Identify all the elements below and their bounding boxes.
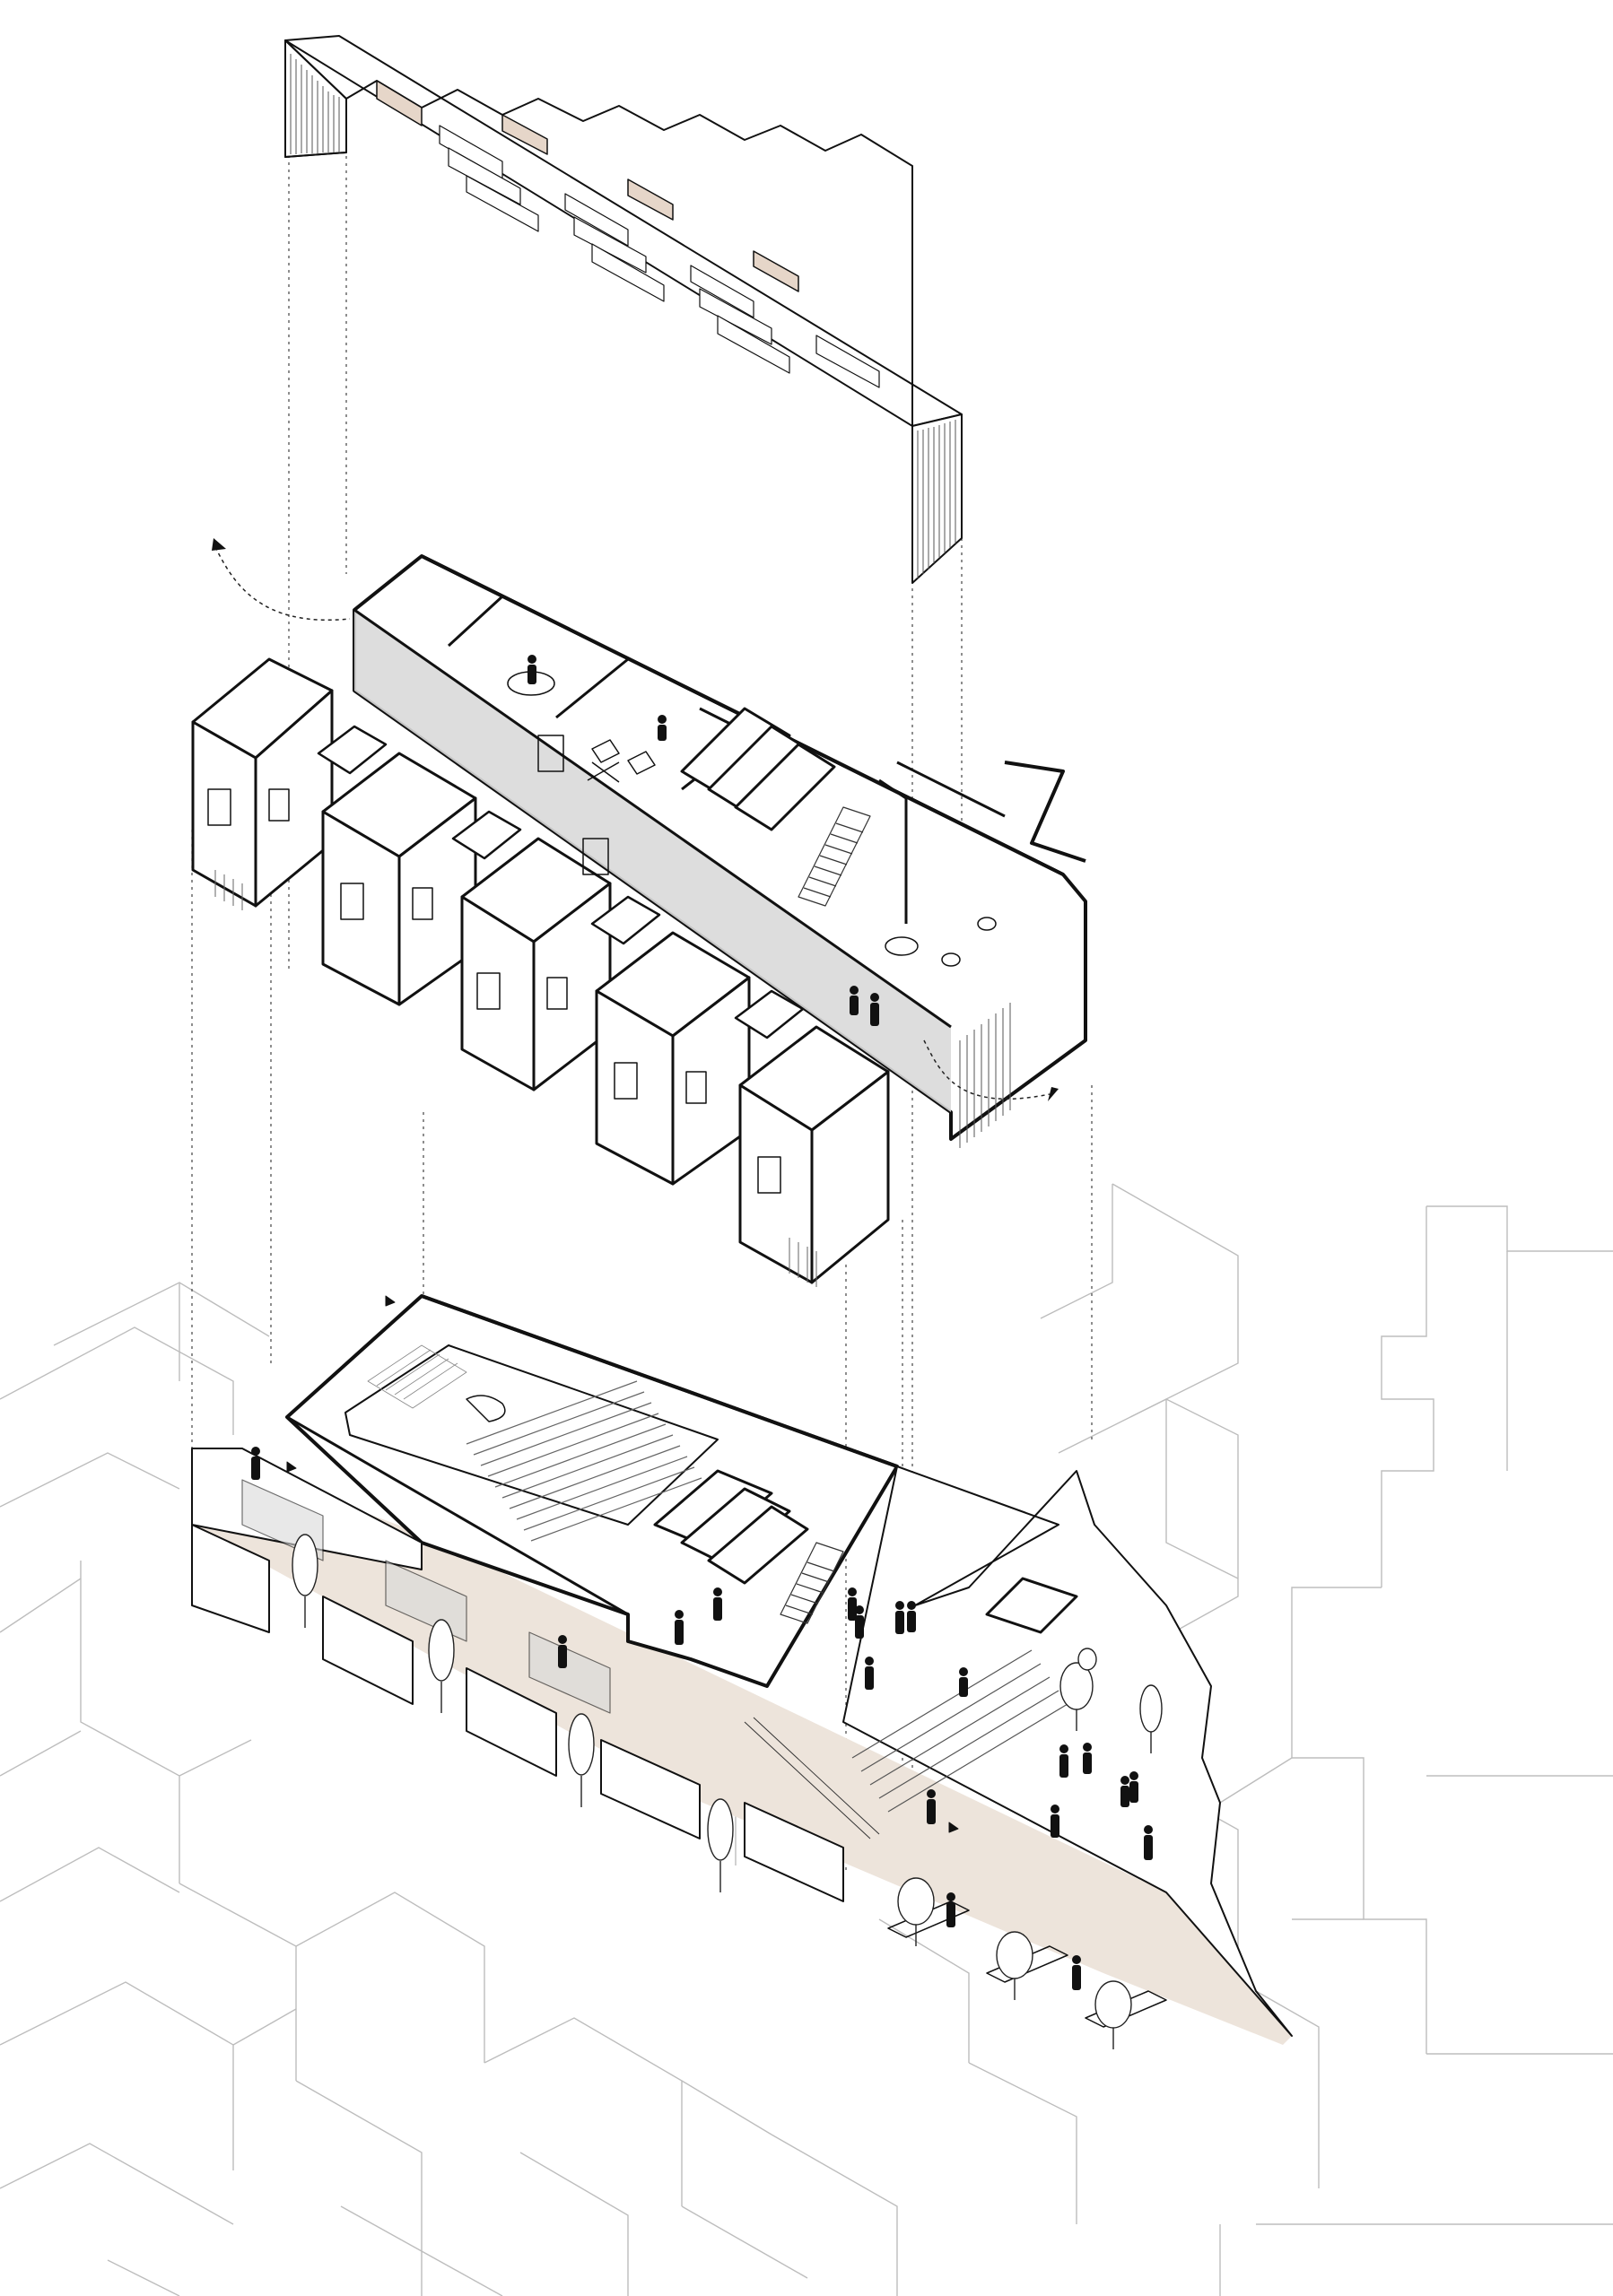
tree xyxy=(568,1713,595,1807)
person xyxy=(907,1601,916,1632)
upper-floor-classrooms xyxy=(191,538,1087,1287)
person xyxy=(1051,1805,1059,1838)
tree xyxy=(1059,1662,1094,1731)
tree xyxy=(897,1877,935,1946)
person xyxy=(713,1587,722,1621)
person xyxy=(850,986,859,1015)
person xyxy=(527,655,536,684)
person xyxy=(895,1601,904,1634)
person xyxy=(1120,1776,1129,1807)
person xyxy=(865,1657,874,1690)
ground-floor-auditorium-plaza xyxy=(191,1294,1293,2045)
person xyxy=(1129,1771,1138,1803)
person xyxy=(251,1447,260,1480)
person xyxy=(675,1610,684,1645)
person xyxy=(855,1605,864,1639)
person xyxy=(870,993,879,1026)
tree xyxy=(1139,1684,1163,1753)
tree xyxy=(1077,1648,1097,1671)
tree xyxy=(996,1931,1033,2000)
tree xyxy=(1094,1980,1132,2049)
tree xyxy=(428,1619,455,1713)
person xyxy=(848,1587,857,1621)
tree xyxy=(292,1534,318,1628)
person xyxy=(1072,1955,1081,1990)
person xyxy=(558,1635,567,1668)
people xyxy=(251,655,1153,1990)
person xyxy=(927,1789,936,1824)
person xyxy=(959,1667,968,1697)
person xyxy=(1059,1744,1068,1778)
trees xyxy=(292,1534,1163,2049)
tree xyxy=(707,1798,734,1892)
person xyxy=(658,715,667,741)
roof-skylights xyxy=(284,35,963,584)
person xyxy=(1144,1825,1153,1860)
person xyxy=(1083,1743,1092,1774)
person xyxy=(946,1892,955,1927)
